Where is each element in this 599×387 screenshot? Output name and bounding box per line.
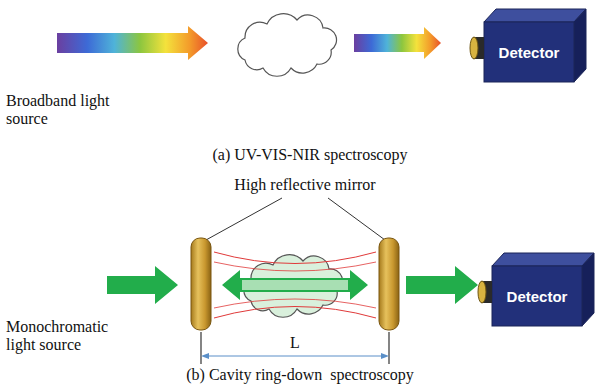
leader-line xyxy=(328,198,385,240)
leader-line xyxy=(206,198,282,240)
dimension-label: L xyxy=(290,334,300,352)
detector-side xyxy=(574,9,586,82)
beam-envelope xyxy=(214,252,376,264)
mirror xyxy=(191,238,211,330)
mirror xyxy=(379,238,399,330)
detector-box: Detector xyxy=(476,248,596,328)
detector-front xyxy=(484,22,574,82)
beam-envelope xyxy=(214,307,376,319)
output-beam xyxy=(406,266,478,304)
dimension-extension xyxy=(200,332,201,364)
detector-top xyxy=(484,9,586,22)
panel-caption: (a) UV-VIS-NIR spectroscopy xyxy=(213,146,408,164)
dimension-arrowhead xyxy=(381,353,389,359)
source-label: Monochromatic light source xyxy=(6,318,126,354)
beam-envelope xyxy=(214,262,376,271)
transmitted-beam xyxy=(354,27,441,59)
monochromatic-beam xyxy=(107,266,178,304)
detector-lens xyxy=(470,37,478,59)
cavity-beam xyxy=(222,270,368,300)
source-label: Broadband light source xyxy=(6,92,116,128)
detector-box: Detector xyxy=(468,4,588,84)
part-label: High reflective mirror xyxy=(234,176,375,194)
dimension-arrowhead xyxy=(201,353,209,359)
dimension-extension xyxy=(388,332,389,364)
broadband-beam xyxy=(57,26,208,60)
sample-cloud xyxy=(238,14,337,77)
cavity-beam-core xyxy=(242,280,348,290)
panel-caption: (b) Cavity ring-down spectroscopy xyxy=(186,366,414,384)
beam-envelope xyxy=(214,299,376,308)
detector-top xyxy=(492,253,594,266)
detector-label: Detector xyxy=(494,268,580,324)
detector-label: Detector xyxy=(486,24,572,80)
detector-lens xyxy=(478,281,486,303)
detector-front xyxy=(492,266,582,326)
dimension-line xyxy=(205,356,385,357)
detector-side xyxy=(582,253,594,326)
